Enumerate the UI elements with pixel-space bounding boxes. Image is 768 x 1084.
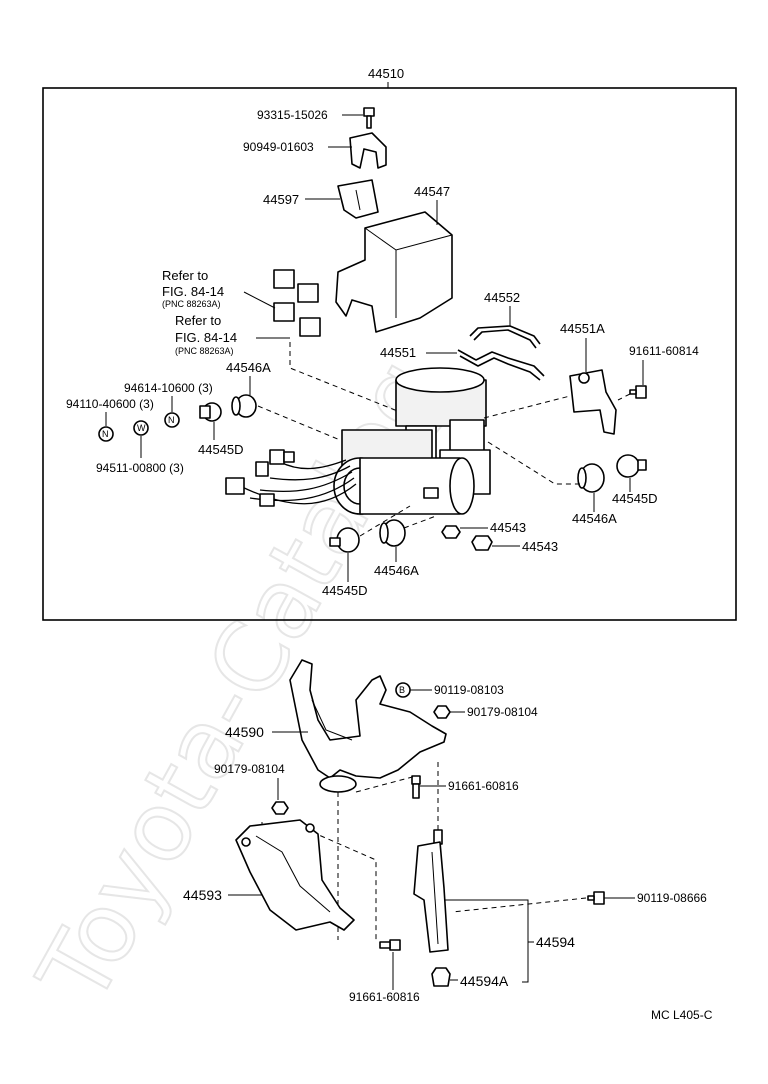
label-44546A-2[interactable]: 44546A [572, 511, 617, 526]
refer-note-2[interactable]: Refer to FIG. 84-14 (PNC 88263A) [175, 313, 237, 356]
label-44547[interactable]: 44547 [414, 184, 450, 199]
label-44546A-1[interactable]: 44546A [226, 360, 271, 375]
bracket-44597[interactable] [337, 179, 379, 219]
label-44545D-1[interactable]: 44545D [198, 442, 244, 457]
svg-text:N: N [102, 429, 109, 439]
nut-90179-1[interactable] [433, 705, 451, 719]
label-91661-60816-1[interactable]: 91661-60816 [448, 779, 519, 793]
label-91661-60816-2[interactable]: 91661-60816 [349, 990, 420, 1004]
bolt-91661-1[interactable] [411, 775, 421, 799]
label-94614-10600[interactable]: 94614-10600 (3) [124, 381, 213, 395]
label-44543-2[interactable]: 44543 [522, 539, 558, 554]
svg-text:FIG. 84-14: FIG. 84-14 [162, 284, 224, 299]
svg-text:FIG. 84-14: FIG. 84-14 [175, 330, 237, 345]
nut-n-symbol-1[interactable]: N [98, 426, 114, 442]
svg-text:W: W [137, 423, 146, 433]
grommet-44546A-1[interactable] [231, 394, 257, 418]
svg-text:(PNC 88263A): (PNC 88263A) [162, 299, 221, 309]
label-44546A-3[interactable]: 44546A [374, 563, 419, 578]
washer-w-symbol[interactable]: W [133, 420, 149, 436]
assembly-frame [42, 87, 737, 621]
svg-text:Refer to: Refer to [162, 268, 208, 283]
cover-44547[interactable] [335, 211, 453, 333]
label-44545D-3[interactable]: 44545D [322, 583, 368, 598]
relay-group[interactable] [273, 269, 321, 337]
tube-44551[interactable] [457, 349, 545, 381]
label-44543-1[interactable]: 44543 [490, 520, 526, 535]
tube-44552[interactable] [469, 325, 541, 349]
label-93315-15026[interactable]: 93315-15026 [257, 108, 328, 122]
grommet-44546A-2[interactable] [577, 463, 605, 493]
assembly-part-number[interactable]: 44510 [368, 66, 404, 81]
solenoid-44545D-2[interactable] [616, 454, 647, 478]
bolt-93315[interactable] [363, 107, 375, 129]
label-90949-01603[interactable]: 90949-01603 [243, 140, 314, 154]
grommet-44543-2[interactable] [471, 535, 493, 551]
bracket-44593[interactable] [235, 819, 355, 931]
bolt-91661-2[interactable] [379, 939, 401, 951]
label-91611-60814[interactable]: 91611-60814 [629, 344, 699, 358]
label-44551[interactable]: 44551 [380, 345, 416, 360]
label-90119-08666[interactable]: 90119-08666 [637, 891, 707, 905]
label-94511-00800[interactable]: 94511-00800 (3) [96, 461, 184, 475]
abs-actuator[interactable] [333, 367, 491, 515]
label-90179-08104-2[interactable]: 90179-08104 [214, 762, 285, 776]
label-44594A[interactable]: 44594A [460, 973, 509, 989]
clamp-90949[interactable] [349, 132, 387, 169]
bracket-44590[interactable] [289, 659, 447, 793]
label-90119-08103[interactable]: 90119-08103 [434, 683, 504, 697]
bolt-91611[interactable] [629, 385, 647, 399]
svg-text:Refer to: Refer to [175, 313, 221, 328]
svg-text:B: B [399, 685, 405, 695]
label-90179-08104-1[interactable]: 90179-08104 [467, 705, 538, 719]
wiring-harness[interactable] [225, 449, 357, 507]
nut-90179-2[interactable] [271, 801, 289, 815]
solenoid-44545D-1[interactable] [199, 402, 222, 422]
label-94110-40600[interactable]: 94110-40600 (3) [66, 397, 154, 411]
bracket-44551A[interactable] [569, 369, 617, 435]
bushing-44594A[interactable] [431, 967, 451, 987]
label-44552[interactable]: 44552 [484, 290, 520, 305]
label-44593[interactable]: 44593 [183, 887, 222, 903]
grommet-44546A-3[interactable] [379, 519, 406, 547]
label-44594[interactable]: 44594 [536, 934, 575, 950]
grommet-44543-1[interactable] [441, 525, 461, 539]
svg-text:N: N [168, 415, 175, 425]
label-44545D-2[interactable]: 44545D [612, 491, 658, 506]
figure-code: MC L405-C [651, 1008, 713, 1022]
label-44551A[interactable]: 44551A [560, 321, 605, 336]
bolt-90119-2[interactable] [587, 891, 605, 905]
bracket-44594[interactable] [413, 829, 449, 953]
svg-text:(PNC 88263A): (PNC 88263A) [175, 346, 234, 356]
label-44590[interactable]: 44590 [225, 724, 264, 740]
nut-n-symbol-2[interactable]: N [164, 412, 180, 428]
refer-note-1[interactable]: Refer to FIG. 84-14 (PNC 88263A) [162, 268, 224, 309]
label-44597[interactable]: 44597 [263, 192, 299, 207]
bolt-b-symbol[interactable]: B [395, 682, 411, 698]
solenoid-44545D-3[interactable] [329, 527, 360, 553]
